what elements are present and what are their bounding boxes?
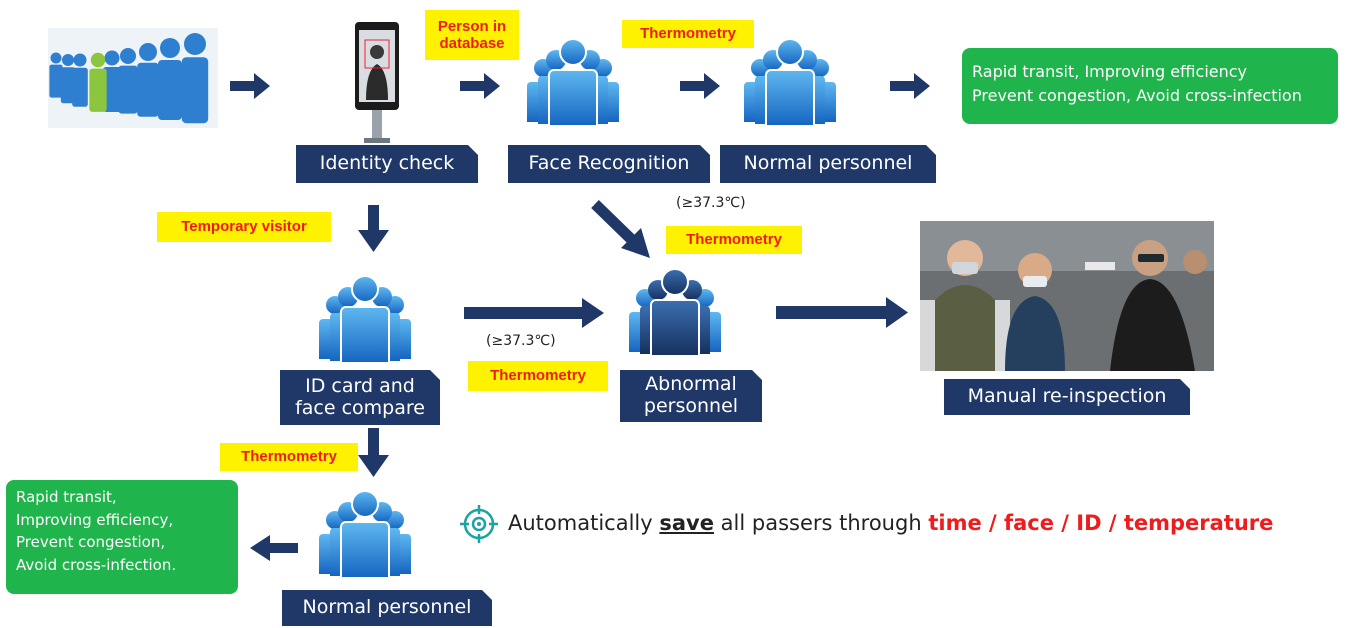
face-recognition-text: Face Recognition [528, 152, 690, 175]
person-in-db-line1: Person in [437, 17, 507, 35]
footer-item-id: ID [1076, 511, 1102, 535]
footer-item-face: face [1004, 511, 1054, 535]
footer-save-word: save [659, 511, 714, 535]
arrow-icon [250, 535, 298, 561]
arrow-icon [358, 205, 389, 252]
thermometry-tag-bottom: Thermometry [220, 443, 358, 471]
footer-sep: / [981, 511, 1004, 535]
temporary-visitor-tag: Temporary visitor [157, 212, 331, 242]
people-group-icon [526, 38, 620, 127]
normal-personnel-bottom-text: Normal personnel [302, 596, 472, 619]
manual-reinspection-text: Manual re-inspection [967, 385, 1167, 408]
footer-sep: / [1054, 511, 1077, 535]
arrow-icon [230, 73, 270, 99]
abnormal-line2: personnel [643, 395, 739, 417]
normal-personnel-bottom-label: Normal personnel [282, 590, 492, 626]
footer-prefix: Automatically [508, 511, 653, 535]
thermometry-top-text: Thermometry [640, 25, 736, 43]
arrow-icon [680, 73, 720, 99]
outcome-box-bottom: Rapid transit, Improving efficiency, Pre… [6, 480, 238, 594]
id-card-line2: face compare [295, 396, 425, 419]
footer-middle: all passers through [720, 511, 922, 535]
auto-save-statement: Automatically save all passers through t… [508, 511, 1273, 535]
person-in-database-tag: Person in database [425, 10, 519, 60]
thermometry-mid-text: Thermometry [686, 231, 782, 249]
face-terminal-icon [355, 22, 399, 143]
threshold-note: (≥37.3℃) [676, 195, 746, 211]
footer-item-temperature: temperature [1123, 511, 1274, 535]
outcome-top-line2: Prevent congestion, Avoid cross-infectio… [972, 86, 1302, 105]
id-card-face-compare-label: ID card and face compare [280, 370, 440, 425]
arrow-icon [776, 297, 908, 328]
outcome-bottom-line3: Prevent congestion, [16, 533, 166, 551]
temporary-visitor-text: Temporary visitor [181, 218, 307, 236]
outcome-bottom-line1: Rapid transit, [16, 488, 117, 506]
thermometry-center-text: Thermometry [490, 367, 586, 385]
outcome-box-top: Rapid transit, Improving efficiency Prev… [962, 48, 1338, 124]
people-group-icon [743, 38, 837, 127]
identity-check-label: Identity check [296, 145, 478, 183]
id-card-line1: ID card and [305, 374, 415, 397]
crowd-queue-image [48, 28, 218, 128]
person-in-db-line2: database [439, 35, 505, 52]
outcome-bottom-line2: Improving efficiency, [16, 510, 174, 529]
abnormal-personnel-label: Abnormal personnel [620, 370, 762, 422]
people-group-icon [318, 275, 412, 364]
normal-personnel-top-label: Normal personnel [720, 145, 936, 183]
thermometry-tag-mid: Thermometry [666, 226, 802, 254]
thermometry-tag-center: Thermometry [468, 361, 608, 391]
footer-item-time: time [928, 511, 982, 535]
normal-personnel-top-text: Normal personnel [743, 152, 913, 175]
thermometry-bottom-text: Thermometry [241, 448, 337, 466]
target-icon [460, 505, 498, 543]
footer-sep: / [1101, 511, 1124, 535]
identity-check-text: Identity check [319, 152, 455, 175]
arrow-icon [591, 200, 650, 258]
threshold-note: (≥37.3℃) [486, 333, 556, 349]
manual-reinspection-label: Manual re-inspection [944, 379, 1190, 415]
arrow-icon [890, 73, 930, 99]
thermometry-tag-top: Thermometry [622, 20, 754, 48]
abnormal-line1: Abnormal [645, 373, 737, 396]
reinspection-photo [920, 221, 1214, 371]
face-recognition-label: Face Recognition [508, 145, 710, 183]
outcome-bottom-line4: Avoid cross-infection. [16, 555, 177, 574]
arrow-icon [464, 298, 604, 328]
people-group-icon [318, 490, 412, 579]
arrow-icon [358, 428, 389, 477]
people-group-icon [628, 268, 722, 357]
arrow-icon [460, 73, 500, 99]
outcome-top-line1: Rapid transit, Improving efficiency [972, 62, 1248, 81]
